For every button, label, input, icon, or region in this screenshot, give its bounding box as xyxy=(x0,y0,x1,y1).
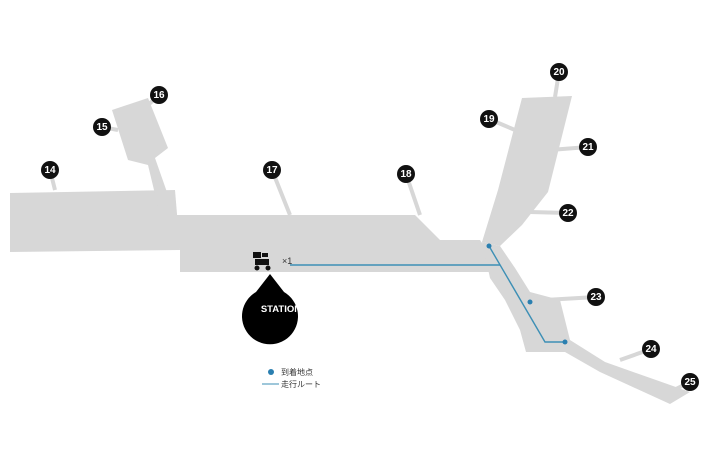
station[interactable]: ×1 STATION xyxy=(242,252,301,345)
arrival-point xyxy=(562,339,568,345)
marker-number: 15 xyxy=(96,122,108,133)
marker-circle xyxy=(642,340,660,358)
robot-count: ×1 xyxy=(282,256,292,266)
marker-number: 14 xyxy=(44,165,56,176)
marker-number: 22 xyxy=(562,208,574,219)
location-marker-20[interactable]: 20 xyxy=(550,63,568,81)
arrival-point xyxy=(527,299,533,305)
robot-icon xyxy=(253,252,271,271)
marker-circle xyxy=(397,165,415,183)
marker-number: 23 xyxy=(590,292,602,303)
legend-arrival-point: 到着地点 xyxy=(281,367,313,377)
marker-number: 19 xyxy=(483,114,495,125)
station-pin xyxy=(242,274,298,345)
arrival-point xyxy=(486,243,492,249)
marker-circle xyxy=(41,161,59,179)
location-marker-16[interactable]: 16 xyxy=(150,86,168,104)
marker-number: 24 xyxy=(645,344,657,355)
area-central-corridor xyxy=(172,215,505,272)
location-marker-24[interactable]: 24 xyxy=(642,340,660,358)
route-line-branch xyxy=(488,245,565,343)
location-marker-21[interactable]: 21 xyxy=(579,138,597,156)
travel-route xyxy=(290,243,568,345)
legend-dot-icon xyxy=(268,369,274,375)
location-marker-14[interactable]: 14 xyxy=(41,161,59,179)
marker-number: 21 xyxy=(582,142,594,153)
marker-circle xyxy=(681,373,699,391)
marker-circle xyxy=(480,110,498,128)
marker-circle xyxy=(587,288,605,306)
location-marker-23[interactable]: 23 xyxy=(587,288,605,306)
area-southeast-wing xyxy=(482,242,690,404)
legend-travel-route: 走行ルート xyxy=(281,379,321,389)
station-label: STATION xyxy=(261,304,301,315)
legend: 到着地点 走行ルート xyxy=(262,367,321,389)
marker-circle xyxy=(93,118,111,136)
marker-number: 18 xyxy=(400,169,412,180)
location-markers: 14 15 16 17 18 19 20 21 22 23 24 25 xyxy=(41,63,699,391)
marker-number: 16 xyxy=(153,90,165,101)
location-marker-17[interactable]: 17 xyxy=(263,161,281,179)
area-west-hall xyxy=(10,190,180,252)
marker-circle xyxy=(150,86,168,104)
location-marker-25[interactable]: 25 xyxy=(681,373,699,391)
marker-circle xyxy=(263,161,281,179)
location-marker-18[interactable]: 18 xyxy=(397,165,415,183)
marker-circle xyxy=(559,204,577,222)
marker-number: 20 xyxy=(553,67,565,78)
marker-number: 25 xyxy=(684,377,696,388)
location-marker-19[interactable]: 19 xyxy=(480,110,498,128)
area-north-wing xyxy=(112,98,175,215)
marker-number: 17 xyxy=(266,165,278,176)
marker-circle xyxy=(579,138,597,156)
area-northeast-wing xyxy=(482,96,572,246)
location-marker-15[interactable]: 15 xyxy=(93,118,111,136)
location-marker-22[interactable]: 22 xyxy=(559,204,577,222)
marker-circle xyxy=(550,63,568,81)
